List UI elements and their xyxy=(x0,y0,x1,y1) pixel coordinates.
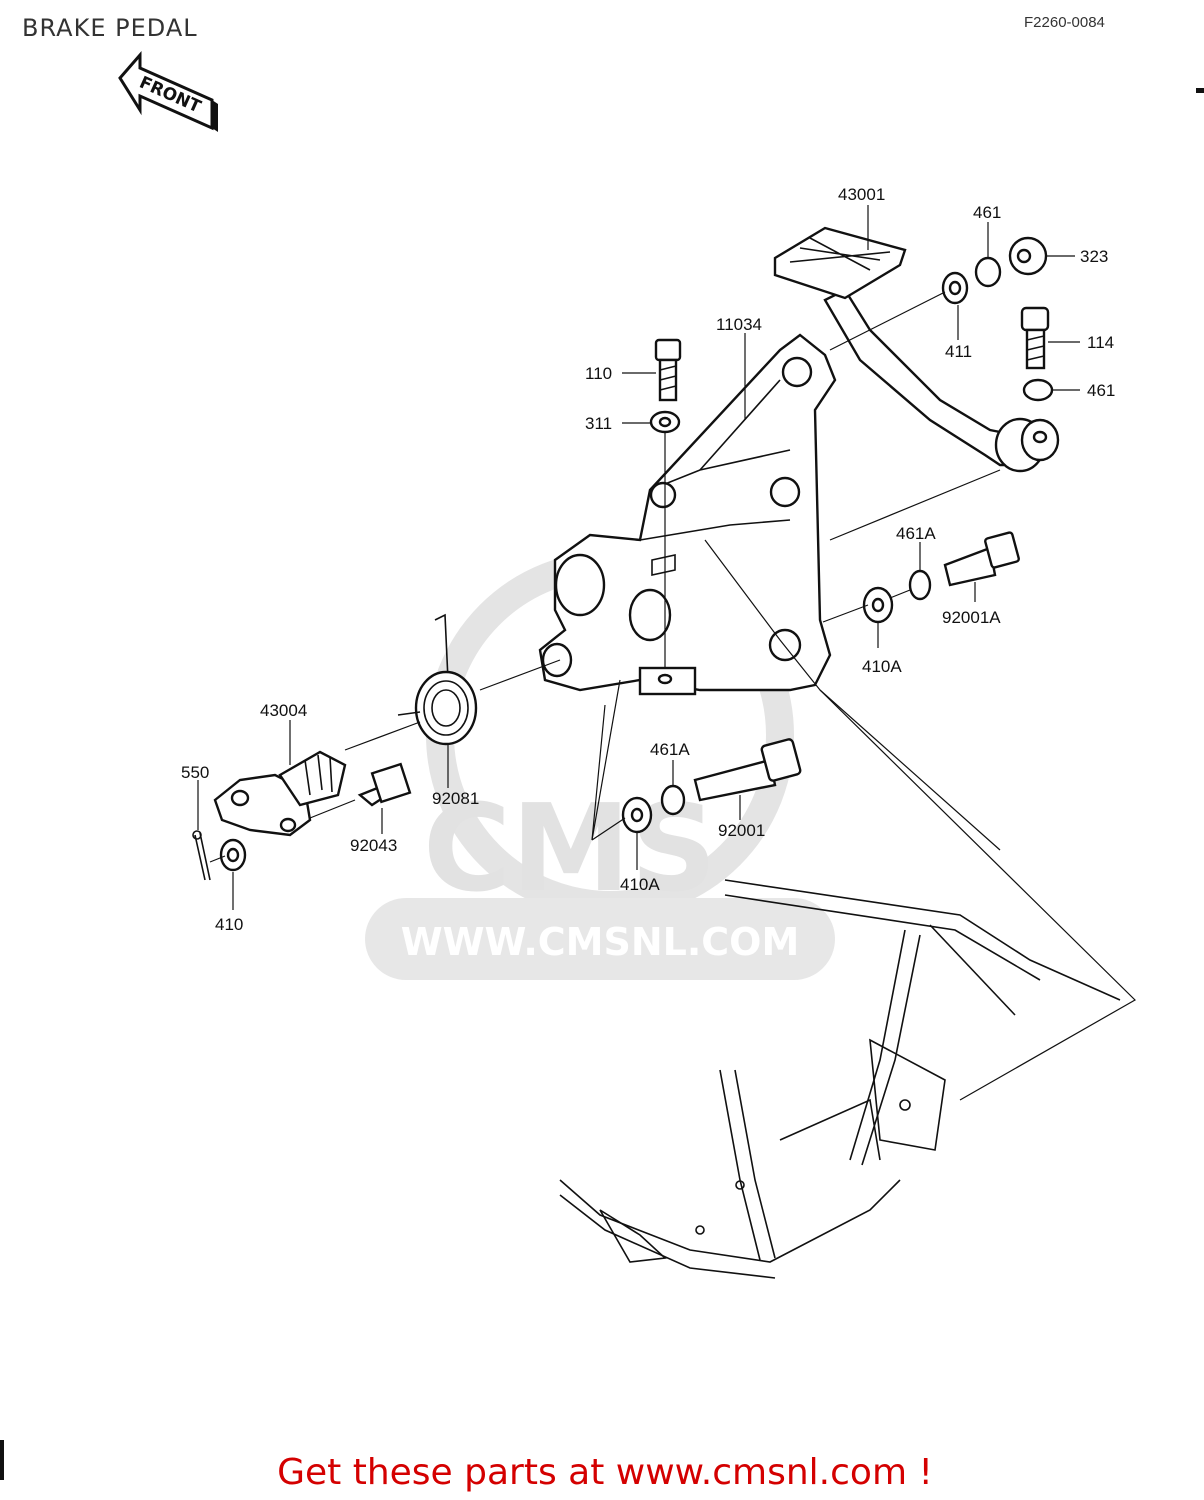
bracket-11034 xyxy=(538,333,837,696)
label-461-top: 461 xyxy=(973,203,1001,222)
leader-lines xyxy=(197,205,1136,1101)
label-43001: 43001 xyxy=(838,185,885,204)
label-114: 114 xyxy=(1087,333,1114,352)
frame-drawing xyxy=(559,879,1121,1279)
page-title: BRAKE PEDAL xyxy=(22,14,198,42)
bolt-92001A xyxy=(943,531,1020,587)
bolt-114 xyxy=(1020,306,1050,370)
washer-410A-lower xyxy=(621,796,653,834)
washer-461A-right xyxy=(908,569,932,601)
washer-461-top xyxy=(974,256,1002,288)
label-92081: 92081 xyxy=(432,789,479,808)
spring-92081 xyxy=(397,613,478,746)
watermark-url: WWW.CMSNL.COM xyxy=(401,920,800,964)
label-11034: 11034 xyxy=(716,315,762,334)
label-411: 411 xyxy=(945,342,972,361)
cta-text[interactable]: Get these parts at www.cmsnl.com ! xyxy=(277,1452,933,1493)
label-110: 110 xyxy=(585,364,612,383)
label-550: 550 xyxy=(181,763,209,782)
edge-mark-right xyxy=(1196,88,1204,93)
washer-411 xyxy=(941,271,969,305)
pin-92043 xyxy=(357,762,412,807)
front-arrow-icon: FRONT xyxy=(118,50,218,132)
bolt-110 xyxy=(654,338,682,402)
label-92001A: 92001A xyxy=(942,608,1001,627)
washer-410A-right xyxy=(862,586,894,624)
washer-461A-lower xyxy=(660,784,686,816)
label-43004: 43004 xyxy=(260,701,307,720)
washer-461-right xyxy=(1022,378,1054,402)
washer-410 xyxy=(219,838,247,872)
label-92001: 92001 xyxy=(718,821,765,840)
edge-mark xyxy=(0,1440,4,1480)
part-labels: 43001 461 323 11034 411 114 461 110 311 … xyxy=(181,185,1115,934)
label-461A-right: 461A xyxy=(896,524,936,543)
label-410: 410 xyxy=(215,915,243,934)
label-92043: 92043 xyxy=(350,836,397,855)
pedal-43001 xyxy=(773,226,1060,473)
label-461A-lower: 461A xyxy=(650,740,690,759)
label-461-right: 461 xyxy=(1087,381,1115,400)
nut-323 xyxy=(1008,236,1048,276)
label-311: 311 xyxy=(585,414,612,433)
label-410A-lower: 410A xyxy=(620,875,660,894)
shaft-43004 xyxy=(213,750,347,837)
label-410A-right: 410A xyxy=(862,657,902,676)
nut-311 xyxy=(649,410,681,434)
bolt-92001 xyxy=(693,738,802,802)
figure-code: F2260-0084 xyxy=(1024,14,1105,31)
label-323: 323 xyxy=(1080,247,1108,266)
cotter-pin-550 xyxy=(192,830,211,881)
